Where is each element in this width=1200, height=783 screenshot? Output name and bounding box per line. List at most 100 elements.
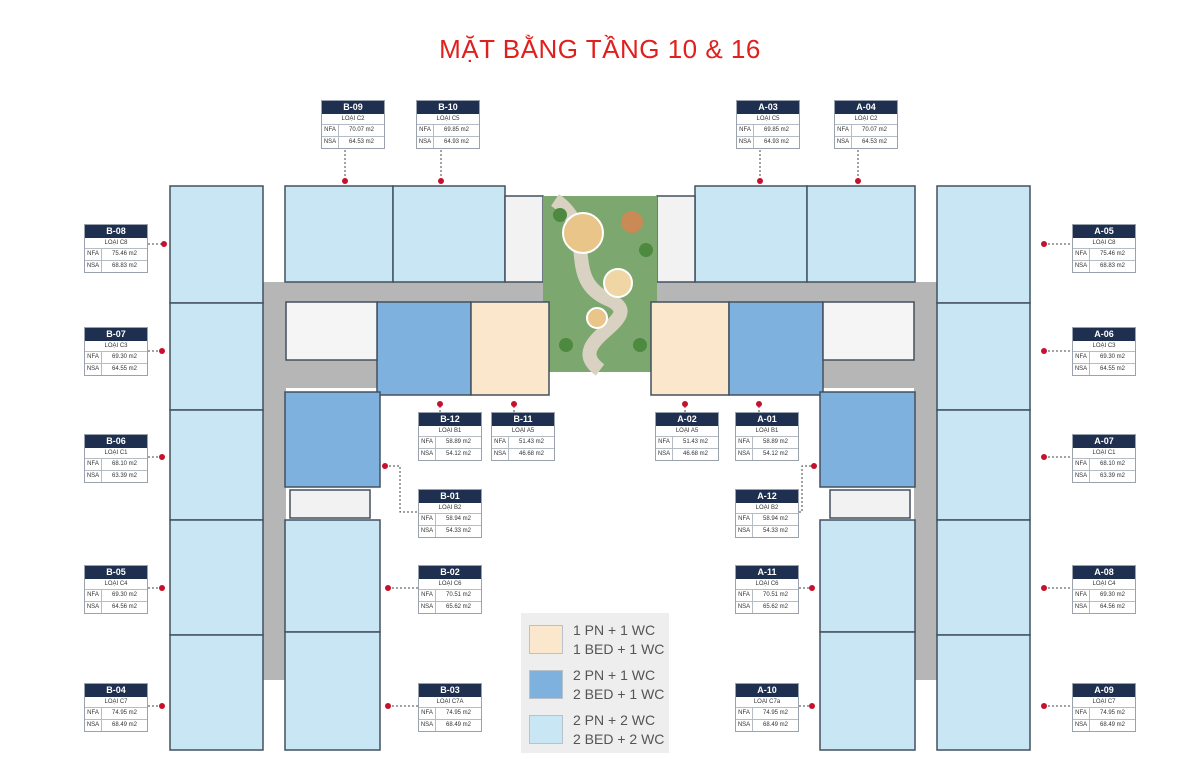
unit-code: A-12 — [736, 490, 798, 503]
legend-item: 2 PN + 2 WC 2 BED + 2 WC — [529, 708, 669, 748]
unit-b02-plan — [284, 519, 381, 633]
marker-a03 — [757, 178, 763, 184]
unit-type: LOẠI B1 — [419, 426, 481, 437]
unit-type: LOẠI A5 — [492, 426, 554, 437]
unit-code: A-07 — [1073, 435, 1135, 448]
unit-code: B-02 — [419, 566, 481, 579]
nsa-label: NSA — [322, 137, 339, 148]
corridor-right-inner — [820, 360, 920, 388]
unit-type: LOẠI C8 — [1073, 238, 1135, 249]
nsa-label: NSA — [492, 449, 509, 460]
nfa-value: 74.95 m2 — [445, 710, 472, 716]
lift-lobby-left — [285, 301, 378, 361]
garden-tree — [559, 338, 573, 352]
nfa-label: NFA — [85, 249, 102, 260]
garden-fountain — [562, 212, 604, 254]
unit-code: B-06 — [85, 435, 147, 448]
marker-a10 — [809, 703, 815, 709]
unit-type: LOẠI C7a — [736, 697, 798, 708]
nfa-value: 75.46 m2 — [111, 251, 138, 257]
nsa-label: NSA — [1073, 602, 1090, 613]
legend-line-1: 2 PN + 2 WC — [573, 712, 656, 728]
nsa-label: NSA — [736, 449, 753, 460]
nsa-label: NSA — [736, 720, 753, 731]
nfa-label: NFA — [419, 514, 436, 525]
nfa-value: 58.94 m2 — [762, 516, 789, 522]
nfa-value: 51.43 m2 — [518, 439, 545, 445]
nsa-value: 64.55 m2 — [1099, 366, 1126, 372]
marker-a04 — [855, 178, 861, 184]
unit-type: LOẠI C4 — [85, 579, 147, 590]
unit-code: A-08 — [1073, 566, 1135, 579]
nsa-value: 64.55 m2 — [111, 366, 138, 372]
nfa-value: 70.51 m2 — [445, 592, 472, 598]
unit-type: LOẠI C7 — [85, 697, 147, 708]
corridor-right-outer — [914, 282, 938, 680]
unit-type: LOẠI C3 — [85, 341, 147, 352]
nsa-value: 68.49 m2 — [1099, 722, 1126, 728]
unit-b04-plan — [169, 634, 264, 751]
unit-a07-plan — [936, 409, 1031, 521]
unit-type: LOẠI C1 — [1073, 448, 1135, 459]
nsa-value: 64.53 m2 — [861, 139, 888, 145]
nfa-value: 75.46 m2 — [1099, 251, 1126, 257]
corridor-left-outer — [262, 282, 286, 680]
nfa-label: NFA — [85, 459, 102, 470]
unit-type: LOẠI C6 — [419, 579, 481, 590]
nfa-value: 58.94 m2 — [445, 516, 472, 522]
unit-a06-plan — [936, 302, 1031, 411]
nfa-value: 58.89 m2 — [762, 439, 789, 445]
nsa-label: NSA — [736, 526, 753, 537]
unit-type: LOẠI C5 — [737, 114, 799, 125]
stair-left-2 — [289, 489, 371, 519]
unit-type: LOẠI C3 — [1073, 341, 1135, 352]
stair-right-2 — [829, 489, 911, 519]
unit-type: LOẠI B2 — [736, 503, 798, 514]
marker-a06 — [1041, 348, 1047, 354]
nfa-label: NFA — [85, 590, 102, 601]
nfa-label: NFA — [85, 708, 102, 719]
marker-b08 — [161, 241, 167, 247]
nsa-label: NSA — [85, 471, 102, 482]
unit-b10-plan — [392, 185, 506, 283]
marker-b07 — [159, 348, 165, 354]
stair-left — [504, 195, 544, 283]
unit-a08-plan — [936, 519, 1031, 636]
unit-type: LOẠI C6 — [736, 579, 798, 590]
corridor-left-inner — [280, 360, 380, 388]
nsa-label: NSA — [1073, 364, 1090, 375]
nsa-value: 68.49 m2 — [111, 722, 138, 728]
nsa-value: 68.83 m2 — [1099, 263, 1126, 269]
marker-b01 — [382, 463, 388, 469]
nfa-label: NFA — [419, 590, 436, 601]
unit-b09-plan — [284, 185, 394, 283]
nsa-value: 54.33 m2 — [762, 528, 789, 534]
unit-code: B-04 — [85, 684, 147, 697]
marker-a07 — [1041, 454, 1047, 460]
unit-b08-plan — [169, 185, 264, 304]
nsa-value: 46.68 m2 — [518, 451, 545, 457]
nfa-value: 68.10 m2 — [111, 461, 138, 467]
top-units — [284, 185, 916, 283]
legend-swatch — [529, 715, 563, 744]
marker-a08 — [1041, 585, 1047, 591]
unit-b03-plan — [284, 631, 381, 751]
unit-code: B-07 — [85, 328, 147, 341]
nsa-value: 54.12 m2 — [445, 451, 472, 457]
nfa-value: 69.85 m2 — [443, 127, 470, 133]
nfa-label: NFA — [656, 437, 673, 448]
